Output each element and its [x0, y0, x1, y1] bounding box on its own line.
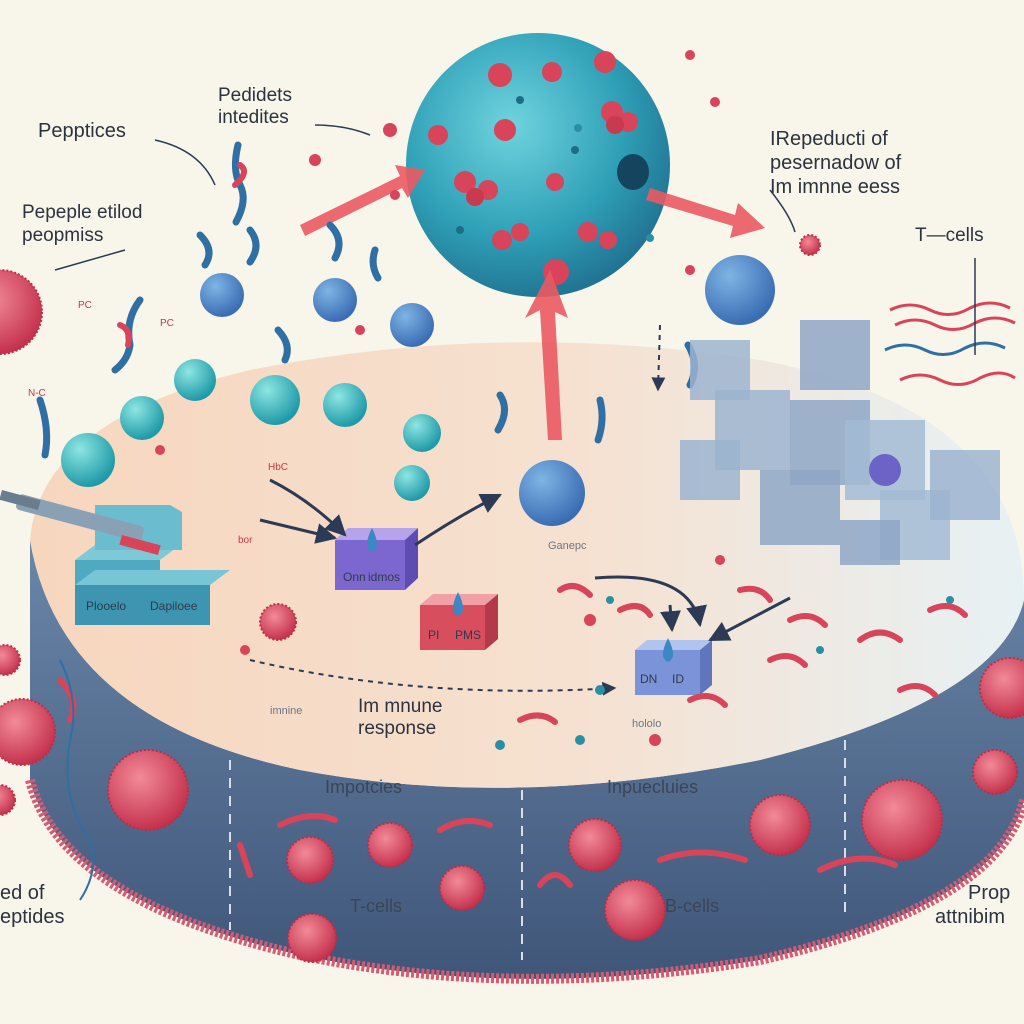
t-cell-icon [200, 255, 775, 526]
label-immune-1: Im mnune [358, 696, 443, 717]
cube-icon [75, 505, 712, 695]
label-nc: N-C [28, 388, 46, 399]
label-hololo: hololo [632, 718, 662, 730]
syringe-icon [0, 489, 161, 556]
label-pedidets-1: Pedidets [218, 85, 292, 106]
label-t-cells-top: T—cells [915, 225, 984, 246]
arrow-icon [259, 478, 791, 642]
label-b-cells: B-cells [665, 896, 720, 916]
box-label-plooelo-left: Plooelo [86, 599, 127, 613]
t-cell-icon [61, 359, 441, 501]
arrow-icon [249, 324, 666, 696]
label-bor: bor [238, 535, 253, 546]
box-label-purple-left: Onn [343, 570, 366, 584]
box-label-plooelo-right: Dapiloee [150, 599, 198, 613]
label-hbc: HbC [268, 462, 289, 473]
arrow-icon [300, 165, 765, 440]
peptide-strand-icon [36, 141, 698, 459]
leader-line [54, 124, 976, 355]
peptide-strand-icon [517, 583, 968, 725]
particle-dots [155, 50, 725, 746]
label-pedidets-2: intedites [218, 107, 289, 128]
label-ed-of-2: eptides [0, 906, 65, 928]
platform-rim [25, 778, 1024, 984]
label-pepeple-1: Pepeple etilod [22, 202, 143, 223]
label-genpa: Ganepc [548, 540, 587, 552]
box-label-red-right: PMS [455, 628, 482, 642]
label-prop-1: Prop [968, 882, 1011, 904]
label-pepeple-2: peopmiss [22, 225, 104, 246]
label-imine: imnine [270, 705, 303, 717]
label-immune-2: response [358, 718, 437, 739]
drop-icon [367, 528, 673, 662]
label-peptices: Pepptices [38, 120, 126, 142]
label-prop-2: attnibim [935, 906, 1006, 928]
box-label-blue-right: ID [672, 672, 684, 686]
peptide-strand-icon [59, 659, 95, 901]
label-repeduct-3: Im imnne eess [770, 176, 901, 198]
particle-dots [495, 124, 954, 750]
label-repeduct-1: IRepeducti of [770, 128, 888, 150]
platform-side [30, 540, 1024, 979]
label-pc-2: PC [160, 318, 174, 329]
box-label-purple-right: idmos [368, 570, 401, 584]
label-inpuecluies: Inpuecluies [607, 777, 699, 797]
label-ed-of-1: ed of [0, 882, 45, 904]
box-label-red-left: PI [428, 628, 440, 642]
label-impotcies: Impotcies [325, 777, 403, 797]
label-repeduct-2: pesernadow of [770, 152, 902, 174]
cube-icon [680, 320, 1000, 565]
antigen-sphere-icon [406, 33, 670, 297]
box-label-blue-left: DN [640, 672, 658, 686]
peptide-strand-icon [884, 301, 1016, 386]
virus-icon [0, 234, 1024, 963]
label-t-cells-bottom: T-cells [350, 896, 403, 916]
label-pc: PC [78, 300, 92, 311]
